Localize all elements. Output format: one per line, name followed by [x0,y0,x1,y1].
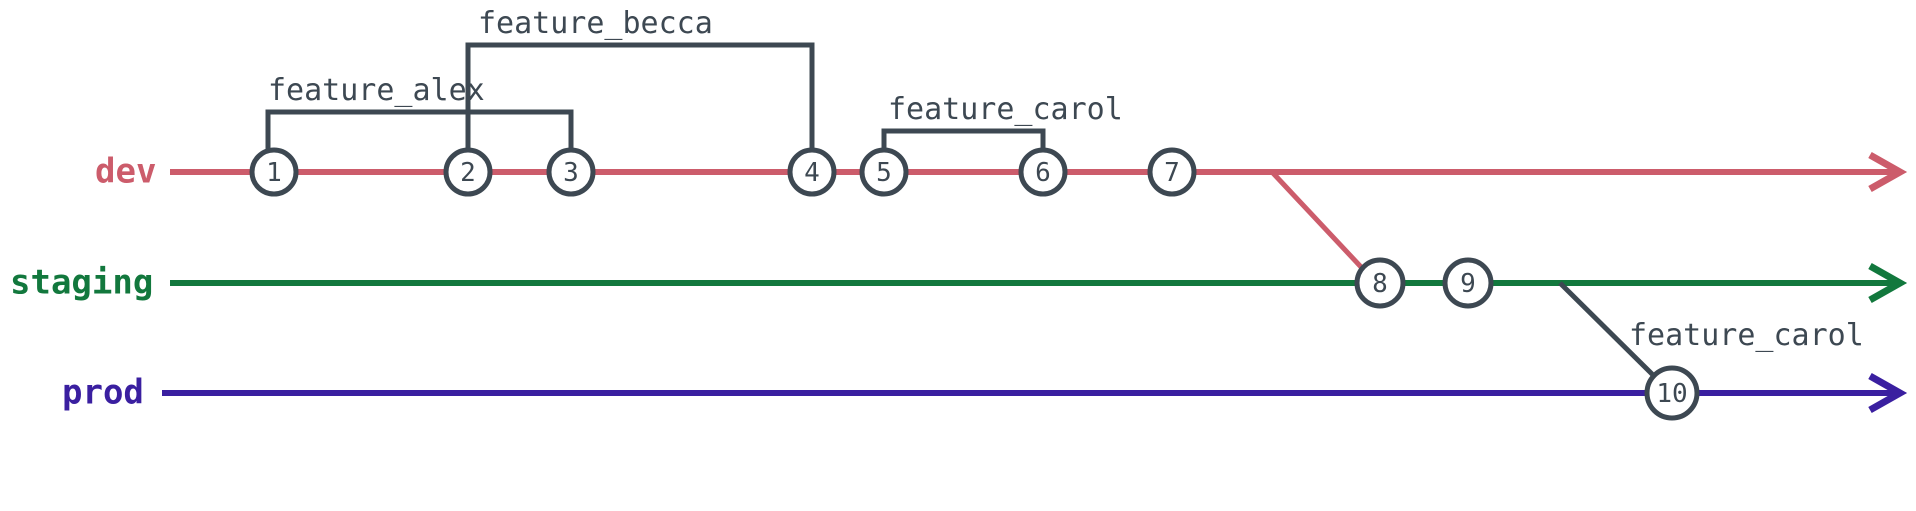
commit-circle-10[interactable] [1644,365,1700,421]
commit-node[interactable]: 6 [1018,147,1068,197]
commit-node[interactable]: 5 [859,147,909,197]
arrowhead-dev [1868,151,1908,193]
commit-circle-2[interactable] [443,147,493,197]
commit-node[interactable]: 9 [1442,257,1494,309]
bracket-feature-becca [465,42,815,152]
arrowhead-staging [1868,262,1908,304]
commit-node[interactable]: 8 [1354,257,1406,309]
merge-labels-group: feature_carol [1629,318,1864,353]
branch-label-staging: staging [10,263,153,303]
bracket-feature-carol [881,128,1046,152]
commit-node[interactable]: 2 [443,147,493,197]
commit-circle-3[interactable] [546,147,596,197]
commit-circle-4[interactable] [787,147,837,197]
commit-node[interactable]: 7 [1147,147,1197,197]
merge-lines-group [1270,170,1658,380]
commit-circle-6[interactable] [1018,147,1068,197]
feature-label-feature-alex: feature_alex [268,73,485,108]
arrowheads-group [1868,151,1908,414]
branch-label-prod: prod [62,373,144,413]
feature-label-feature-becca: feature_becca [478,6,713,41]
commit-label-5: 5 [876,158,892,188]
arrowhead-prod [1868,372,1908,414]
commit-node[interactable]: 4 [787,147,837,197]
commit-label-4: 4 [804,158,820,188]
commit-circle-5[interactable] [859,147,909,197]
commit-circle-7[interactable] [1147,147,1197,197]
commit-node[interactable]: 10 [1644,365,1700,421]
commit-label-2: 2 [460,158,476,188]
commit-node[interactable]: 3 [546,147,596,197]
merge-label-staging-to-prod: feature_carol [1629,318,1864,353]
commit-circle-9[interactable] [1442,257,1494,309]
commit-label-10: 10 [1656,379,1687,409]
commit-label-6: 6 [1035,158,1051,188]
commit-circle-8[interactable] [1354,257,1406,309]
commit-label-8: 8 [1372,269,1388,299]
commit-circle-1[interactable] [249,147,299,197]
commit-node[interactable]: 1 [249,147,299,197]
branch-label-dev: dev [95,152,156,192]
commit-label-1: 1 [266,158,282,188]
feature-brackets-group [265,42,1046,152]
branch-labels-group: dev staging prod [10,152,156,413]
commit-label-7: 7 [1164,158,1180,188]
commit-nodes-group: 1 2 3 4 5 6 7 8 9 10 [249,147,1700,421]
commit-label-3: 3 [563,158,579,188]
merge-line-staging-to-prod [1558,281,1658,380]
merge-line-dev-to-staging [1270,170,1364,270]
feature-label-feature-carol: feature_carol [888,92,1123,127]
commit-label-9: 9 [1460,269,1476,299]
bracket-feature-alex [265,109,574,152]
feature-labels-group: feature_alex feature_becca feature_carol [268,6,1123,127]
